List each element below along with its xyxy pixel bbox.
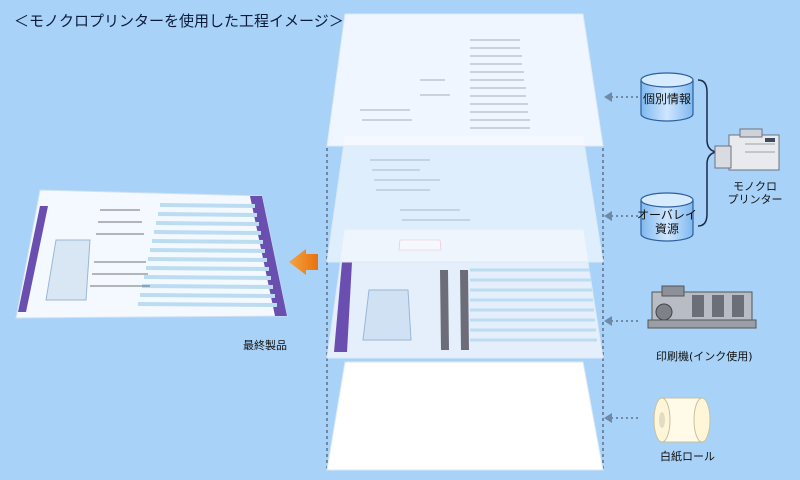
overlay-resource-label: オーバレイ 資源 <box>632 208 702 236</box>
overlay-resource-label-line2: 資源 <box>654 222 679 236</box>
arrow-left-icon <box>289 249 318 275</box>
arrow-individual-info-icon <box>604 92 612 102</box>
mono-printer-icon <box>714 128 780 171</box>
mono-printer-label: モノクロ プリンター <box>722 180 788 206</box>
mono-printer-label-line1: モノクロ <box>733 180 777 193</box>
arrow-roll-icon <box>604 413 612 423</box>
layer-white-paper <box>326 361 604 471</box>
layer-overlay <box>326 135 604 263</box>
database-overlay-resource-icon <box>640 192 694 242</box>
final-form-purple-bar <box>18 206 48 312</box>
printing-press-label: 印刷機(インク使用) <box>656 350 753 363</box>
individual-info-label: 個別情報 <box>642 92 691 106</box>
mono-printer-label-line2: プリンター <box>727 193 783 206</box>
database-individual-info-icon <box>640 72 694 122</box>
arrow-press-icon <box>604 316 612 326</box>
arrow-overlay-icon <box>604 211 612 221</box>
page-title: ＜モノクロプリンターを使用した工程イメージ＞ <box>14 12 344 30</box>
overlay-resource-label-line1: オーバレイ <box>637 208 697 222</box>
final-product-form <box>15 189 288 319</box>
form-purple-bar <box>334 262 352 352</box>
brace-icon <box>697 79 717 227</box>
paper-roll-icon <box>653 397 711 443</box>
printing-press-icon <box>647 285 757 329</box>
layer-individual-info <box>326 13 604 147</box>
white-paper-roll-label: 白紙ロール <box>660 450 715 463</box>
final-product-label: 最終製品 <box>243 339 287 352</box>
